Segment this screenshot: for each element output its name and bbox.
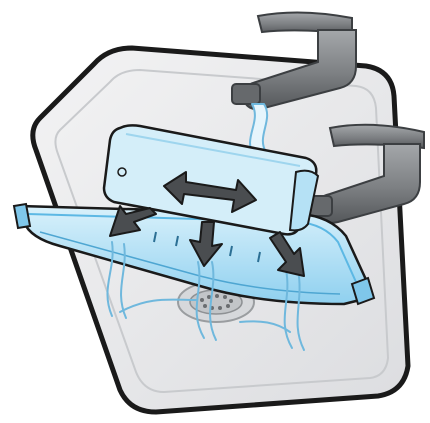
- illustration-stage: [0, 0, 430, 423]
- sink-filter-illustration: [0, 0, 430, 423]
